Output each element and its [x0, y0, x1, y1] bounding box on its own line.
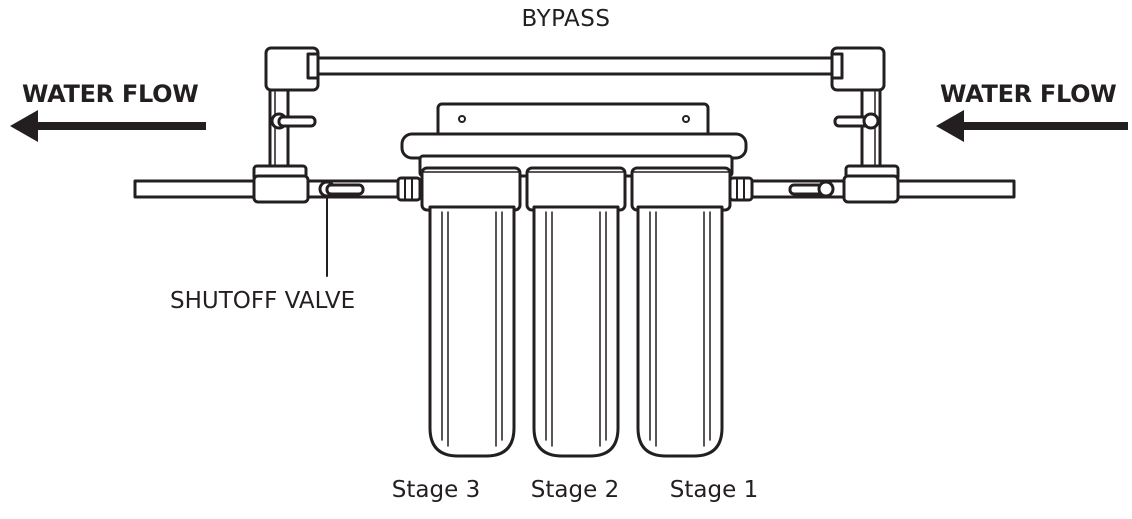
left-tee — [252, 164, 310, 204]
housing-stage-3 — [428, 205, 516, 458]
left-flow-arrow-icon — [10, 110, 206, 142]
right-tee — [842, 164, 900, 204]
right-fitting — [728, 176, 754, 202]
right-shutoff-valve — [788, 180, 835, 198]
water-flow-label-left: WATER FLOW — [22, 80, 199, 108]
right-bypass-valve — [833, 112, 880, 130]
mounting-bracket — [400, 102, 748, 160]
left-vertical-pipe — [268, 88, 290, 172]
bypass-pipe — [298, 56, 840, 76]
right-bypass-elbow — [830, 46, 886, 92]
left-fitting — [396, 176, 422, 202]
shutoff-valve-label: SHUTOFF VALVE — [170, 288, 356, 314]
stage-2-label: Stage 2 — [530, 477, 620, 503]
right-vertical-pipe — [860, 88, 882, 172]
left-shutoff-valve — [318, 180, 365, 198]
stage-1-label: Stage 1 — [669, 477, 759, 503]
housing-stage-2 — [532, 205, 620, 458]
housing-caps — [418, 154, 734, 212]
water-flow-label-right: WATER FLOW — [940, 80, 1117, 108]
left-bypass-valve — [270, 112, 317, 130]
stage-3-label: Stage 3 — [391, 477, 481, 503]
right-flow-arrow-icon — [936, 110, 1128, 142]
housing-stage-1 — [636, 205, 724, 458]
bypass-label: BYPASS — [521, 6, 611, 32]
left-bypass-elbow — [264, 46, 320, 92]
